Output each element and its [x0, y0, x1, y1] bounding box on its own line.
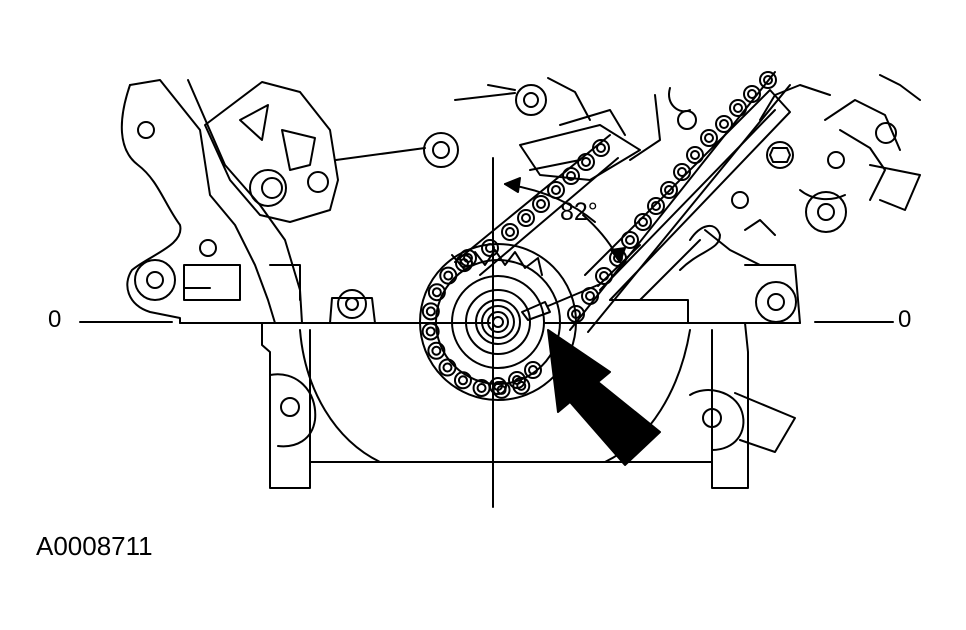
chain-link	[673, 163, 691, 181]
left-cylinder-head-casting	[120, 79, 303, 324]
chain-link-pin	[536, 199, 546, 209]
chain-link-pin	[596, 143, 606, 153]
chain-link	[438, 358, 457, 377]
deck-boss-left	[329, 289, 376, 324]
chain-link-pin	[638, 217, 648, 227]
chain-link-pin	[566, 171, 576, 181]
figure-id: A0008711	[36, 531, 153, 561]
chain-link-pin	[733, 103, 743, 113]
chain-link	[501, 223, 519, 241]
chain-link-pin	[763, 75, 773, 85]
chain-link-pin	[443, 270, 454, 281]
chain-guide	[519, 109, 641, 181]
chain-link	[634, 213, 652, 231]
chain-link	[421, 302, 440, 321]
chain-link-pin	[463, 253, 473, 263]
reference-line-right-label: 0	[898, 306, 912, 333]
chain-link	[453, 371, 472, 390]
pointer-arrow	[547, 329, 661, 466]
angle-dimension-arc	[504, 177, 641, 287]
upper-idler-bolt	[423, 77, 591, 168]
chain-link	[660, 181, 678, 199]
chain-link-pin	[425, 326, 436, 337]
chain-link-pin	[719, 119, 729, 129]
chain-link	[621, 231, 639, 249]
chain-link	[686, 146, 704, 164]
angle-label: 82°	[560, 198, 598, 226]
chain-link-pin	[651, 201, 661, 211]
right-cylinder-head-casting	[629, 74, 921, 324]
reference-line-left-label: 0	[48, 306, 62, 333]
chain-link-pin	[457, 375, 468, 386]
chain-link	[508, 371, 526, 389]
chain-link-pin	[521, 213, 531, 223]
chain-link-pin	[581, 157, 591, 167]
chain-link-pin	[747, 89, 757, 99]
chain-link	[729, 99, 747, 117]
crankshaft-sprocket	[419, 243, 577, 401]
chain-link	[427, 341, 446, 360]
chain-link	[532, 195, 550, 213]
chain-link	[439, 266, 458, 285]
chain-link-pin	[431, 287, 442, 298]
chain-link-pin	[505, 227, 515, 237]
chain-link-pin	[476, 382, 487, 393]
chain-link	[489, 377, 507, 395]
chain-link	[715, 115, 733, 133]
chain-strand-outline	[454, 71, 791, 333]
chain-link	[759, 71, 777, 89]
left-bracket	[204, 81, 426, 223]
timing-mark	[521, 284, 599, 321]
chain-link-pin	[425, 306, 436, 317]
chain-link	[647, 197, 665, 215]
chain-link-pin	[677, 167, 687, 177]
chain-link-pin	[551, 185, 561, 195]
chain-link	[481, 239, 499, 257]
chain-link-pin	[664, 185, 674, 195]
chain-link	[517, 209, 535, 227]
chain-tensioner-arm	[584, 89, 791, 324]
chain-link-pin	[431, 345, 442, 356]
timing-chain	[421, 71, 791, 399]
chain-link	[524, 361, 542, 379]
chain-link-pin	[690, 150, 700, 160]
chain-link	[421, 322, 440, 341]
chain-link	[427, 283, 446, 302]
chain-link	[700, 129, 718, 147]
chain-link-pin	[625, 235, 635, 245]
chain-link	[577, 153, 595, 171]
chain-link-pin	[704, 133, 714, 143]
engine-block-outline	[179, 322, 801, 489]
chain-link-pin	[442, 362, 453, 373]
chain-link-pin	[585, 291, 595, 301]
